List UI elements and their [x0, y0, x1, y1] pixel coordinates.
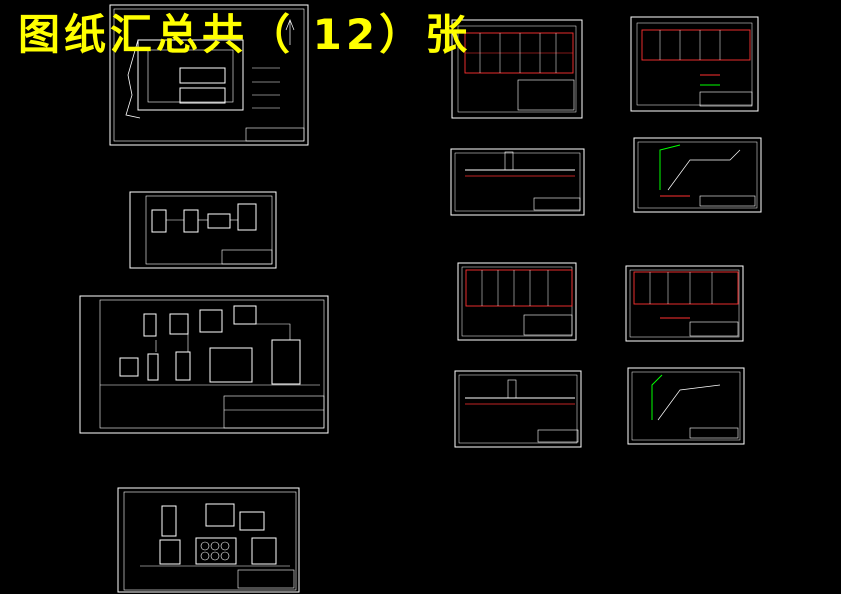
sheet-elevation-2[interactable] [454, 370, 582, 448]
sheet-floor-plan-2[interactable] [630, 16, 759, 112]
sheet-floor-plan-4[interactable] [625, 265, 744, 342]
sheet-elevation-1[interactable] [450, 148, 585, 216]
sheet-process-flow-2[interactable] [79, 295, 329, 434]
sheet-floor-plan-3[interactable] [457, 262, 577, 341]
sheet-pipe-isometric-1[interactable] [633, 137, 762, 213]
sheet-process-flow-3[interactable] [117, 487, 300, 593]
sheet-process-flow-1[interactable] [129, 191, 277, 269]
sheet-pipe-isometric-2[interactable] [627, 367, 745, 445]
sheet-floor-plan-1[interactable] [451, 19, 583, 119]
drawing-count-title: 图纸汇总共（ 12）张 [18, 10, 472, 59]
sheet-site-plan[interactable] [109, 4, 309, 146]
